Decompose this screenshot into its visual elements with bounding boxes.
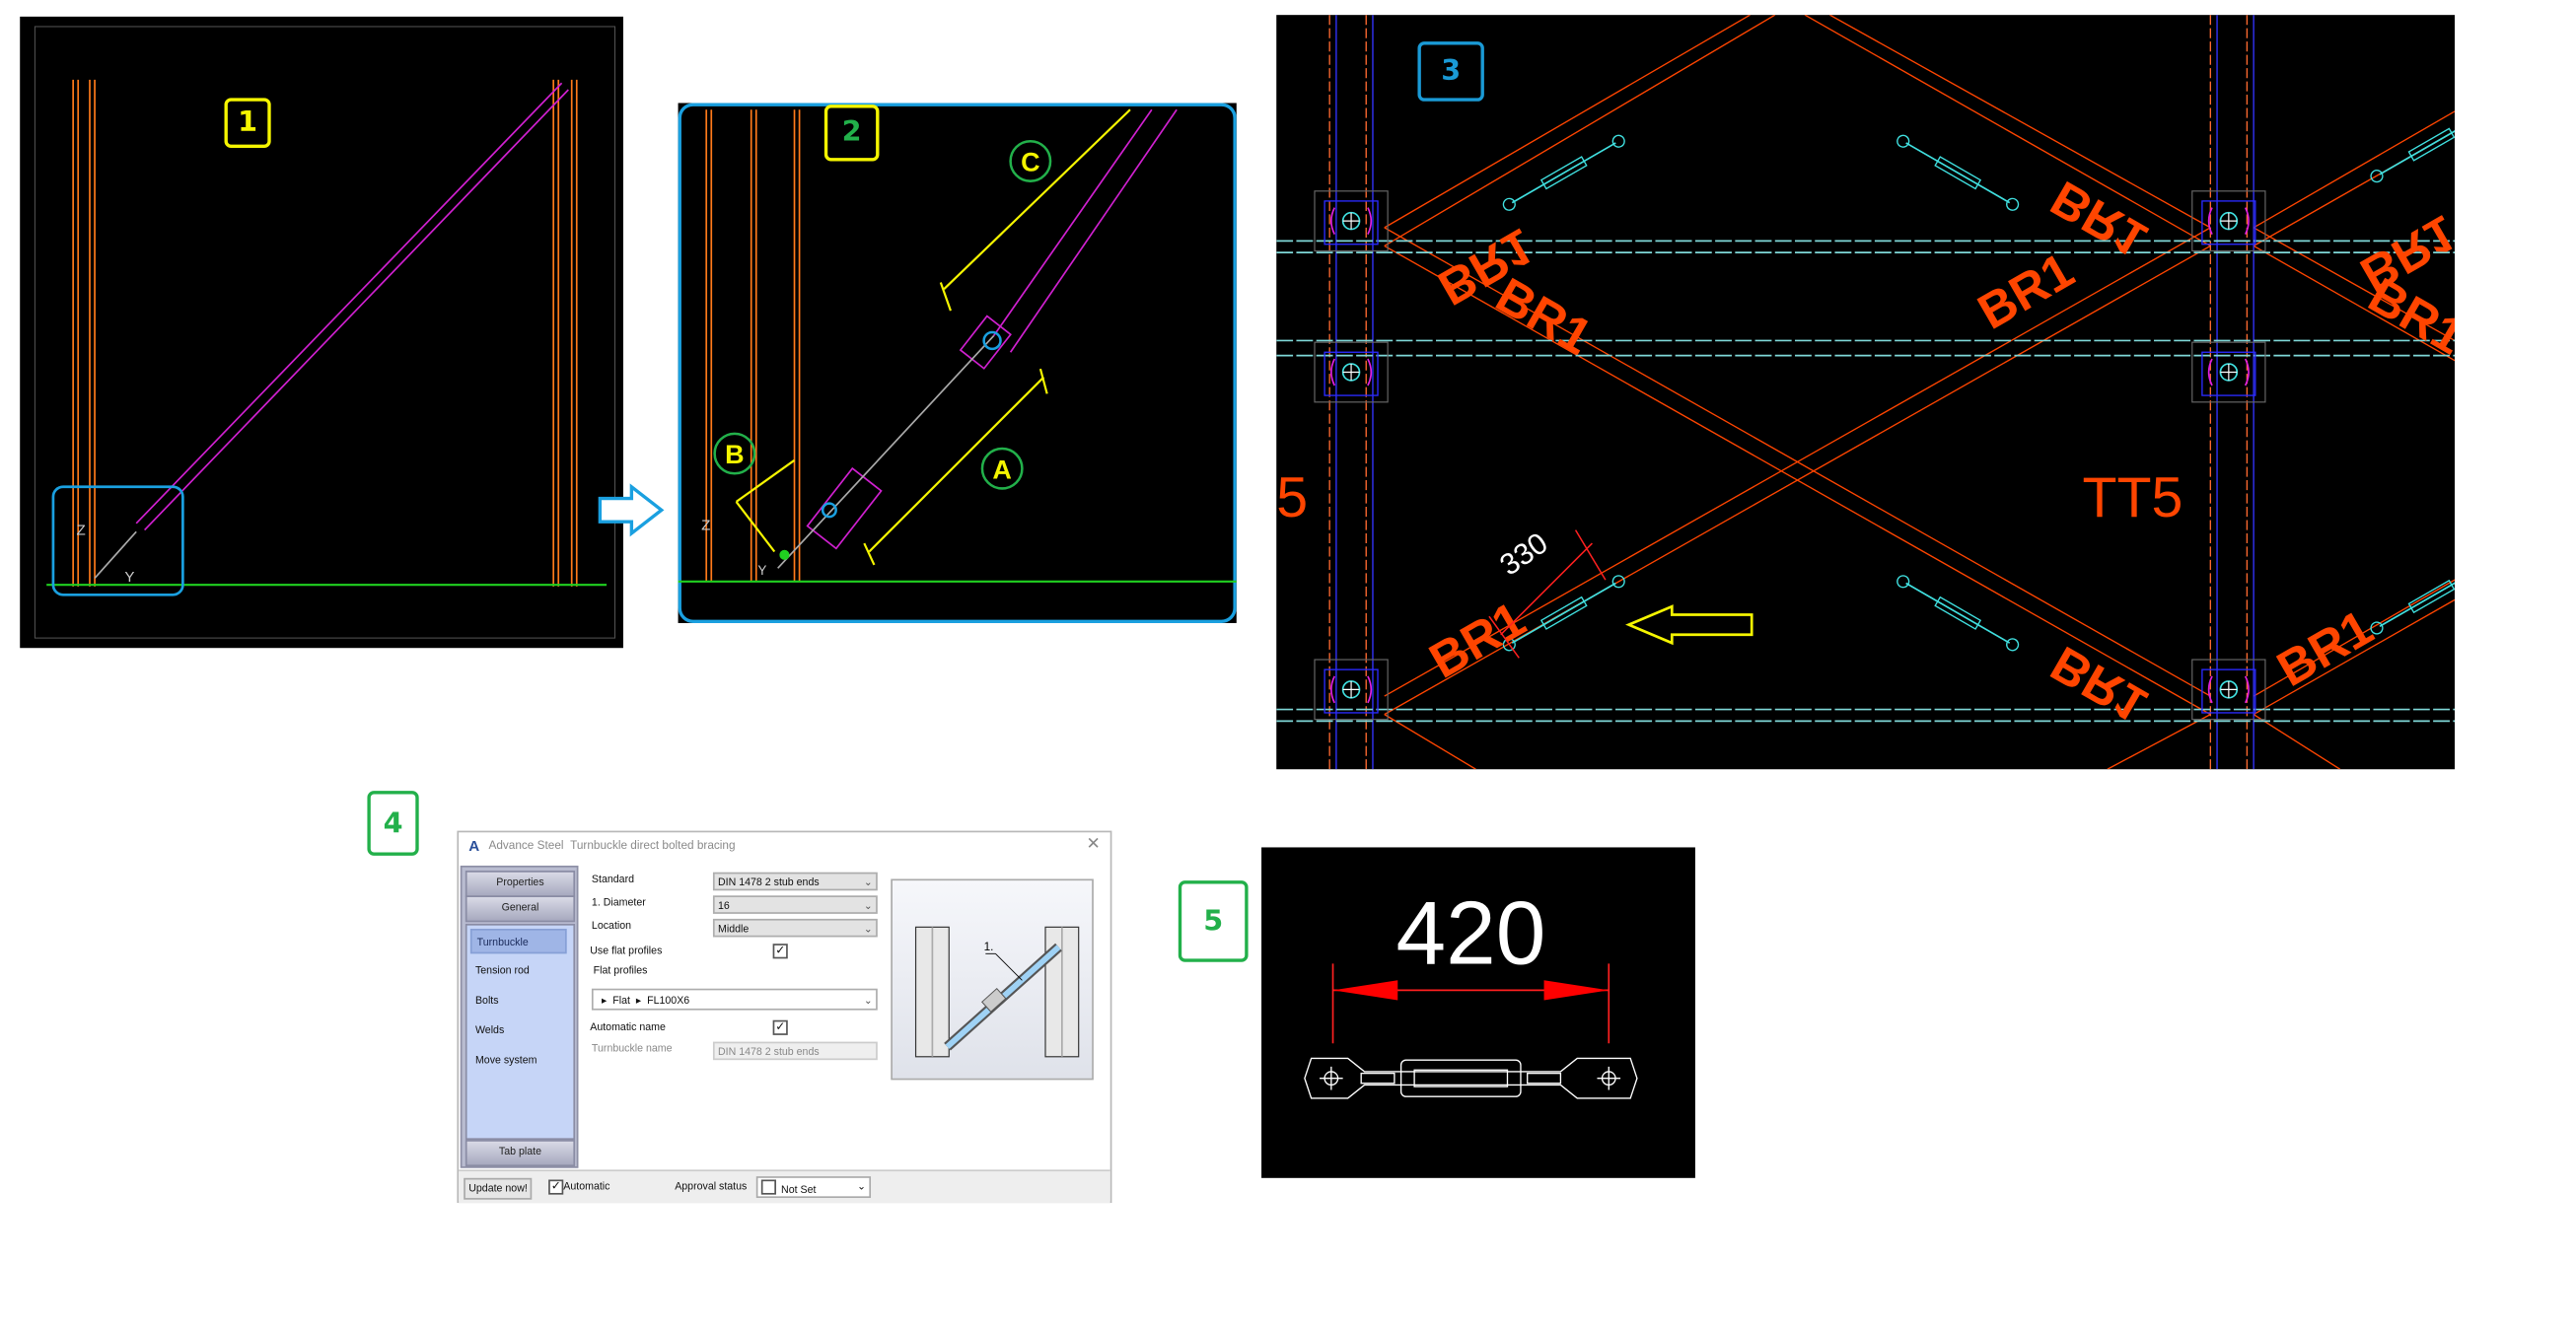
panel-label-2: 2 [823,105,880,162]
sidebar-item-move-system[interactable]: Move system [474,1055,537,1067]
flat-profile-select[interactable]: ▸ Flat ▸ FL100X6⌄ [591,988,878,1011]
panel-label-1: 1 [224,98,271,148]
advance-steel-logo-icon: A [468,837,480,855]
svg-text:C: C [1021,148,1039,177]
panel-1-drawing: Z Y [34,26,616,639]
chevron-down-icon: ⌄ [863,995,873,1008]
base-plate [1314,190,1389,252]
preview-image: 1. [891,878,1094,1081]
chevron-down-icon: ⌄ [863,900,873,913]
panel-label-4: 4 [367,791,419,856]
dimension-420: 420 [1395,883,1545,983]
svg-text:B: B [725,440,744,469]
mark-br1: BR1 [1968,242,2083,340]
dimension-arrow-left [1332,980,1398,1001]
close-icon[interactable]: ✕ [1086,835,1101,855]
properties-button[interactable]: Properties [465,871,576,898]
sidebar-list: Turnbuckle Tension rod Bolts Welds Move … [465,923,576,1141]
turnbuckle-symbol [1502,134,1625,211]
turnbuckle-symbol [1896,575,2020,652]
approval-status-label: Approval status [675,1181,748,1193]
mark-br1: BR1 [1420,591,1535,689]
sidebar-item-tension-rod[interactable]: Tension rod [474,965,530,977]
base-plate [2191,341,2266,403]
turnbuckle-name-input[interactable]: DIN 1478 2 stub ends [712,1041,878,1061]
base-plate [2191,659,2266,721]
chevron-down-icon: ⌄ [857,1181,866,1193]
turnbuckle-symbol [1896,134,2020,211]
sidebar-item-turnbuckle[interactable]: Turnbuckle [469,929,567,954]
general-button[interactable]: General [465,895,576,923]
grid-label-left: 5 [1276,466,1308,529]
turnbuckle-symbol [2370,113,2456,183]
flat-profiles-label: Flat profiles [593,965,648,977]
mark-br1: BR1 [2267,598,2382,697]
arrow-right-icon [598,483,665,537]
callout-b: B [713,432,756,475]
panel-1-elevation: Z Y [20,16,623,649]
base-plate [2191,190,2266,252]
base-plate [1314,341,1389,403]
panel-label-3: 3 [1417,41,1484,102]
standard-select[interactable]: DIN 1478 2 stub ends⌄ [712,872,878,891]
preview-callout: 1. [984,941,994,953]
automatic-checkbox[interactable]: ✓ [548,1179,564,1195]
axis-y: Y [757,563,766,578]
automatic-name-label: Automatic name [590,1021,666,1034]
update-now-button[interactable]: Update now! [464,1177,533,1200]
svg-text:A: A [992,455,1011,484]
callout-a: A [980,447,1024,490]
panel-3-plan: BR1 BR1 BR1 BR1 BR1 BR1 BR1 BR1 BR1 TT5 … [1276,15,2456,770]
sidebar-item-welds[interactable]: Welds [474,1024,505,1037]
dialog-title: Advance Steel Turnbuckle direct bolted b… [488,840,736,853]
standard-label: Standard [591,874,635,886]
use-flat-profiles-checkbox[interactable]: ✓ [772,944,788,959]
chevron-down-icon: ⌄ [863,923,873,936]
callout-c: C [1009,139,1052,182]
title-bar: A Advance Steel Turnbuckle direct bolted… [459,832,1110,862]
location-label: Location [591,920,632,933]
grid-label-tt5: TT5 [2083,466,2183,529]
automatic-label: Automatic [563,1181,610,1193]
axis-y: Y [124,569,134,586]
turnbuckle-dialog: A Advance Steel Turnbuckle direct bolted… [457,830,1112,1204]
automatic-name-checkbox[interactable]: ✓ [772,1019,788,1035]
dimension-330: 330 [1494,526,1553,582]
turnbuckle-name-label: Turnbuckle name [591,1043,673,1056]
diameter-select[interactable]: 16⌄ [712,895,878,914]
tab-plate-button[interactable]: Tab plate [465,1140,576,1167]
base-plate [1314,659,1389,721]
zoom-region-highlight [51,485,184,596]
turnbuckle-symbol [2370,565,2456,635]
approval-status-select[interactable]: Not Set⌄ [755,1176,872,1199]
dialog-footer: Update now! ✓ Automatic Approval status … [459,1169,1110,1204]
mark-br1: BR1 [2041,635,2156,734]
diameter-label: 1. Diameter [591,897,646,909]
turnbuckle-symbol [1502,575,1625,652]
sidebar: Properties General Turnbuckle Tension ro… [460,865,579,1168]
dimension-arrow-right [1543,980,1610,1001]
panel-label-5: 5 [1178,880,1249,962]
axis-z: Z [701,518,710,534]
panel-2-detail: Z Y C B A [678,103,1237,623]
arrow-left-icon [1625,604,1753,646]
axis-z: Z [77,523,86,539]
use-flat-profiles-label: Use flat profiles [590,945,663,957]
turnbuckle-outline [1304,1057,1638,1099]
location-select[interactable]: Middle⌄ [712,918,878,938]
panel-5-turnbuckle-length: 420 [1261,847,1695,1178]
sidebar-item-bolts[interactable]: Bolts [474,995,499,1008]
chevron-down-icon: ⌄ [863,876,873,889]
